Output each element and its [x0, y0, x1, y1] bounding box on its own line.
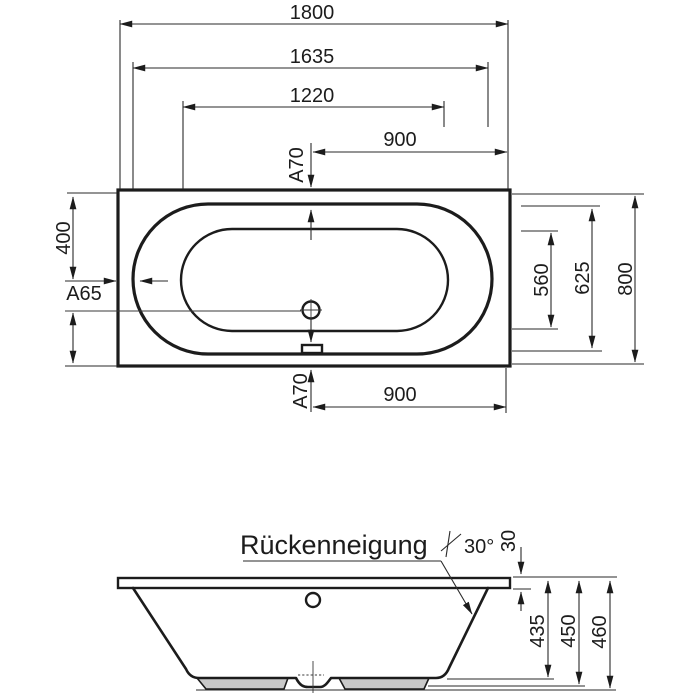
dim-overall-width: 800	[512, 193, 644, 365]
dim-overall-length-label: 1800	[290, 2, 335, 24]
tub-rim-bar	[116, 576, 512, 590]
dim-rim-length-label: 1635	[290, 46, 335, 68]
side-view: Rückenneigung 30° 30 435 450	[116, 530, 617, 693]
overflow-label: A65	[66, 283, 102, 305]
back-slope-callout: Rückenneigung 30°	[240, 530, 494, 615]
dim-overflow: A65	[65, 277, 168, 305]
dim-drain-distance-bottom: 900 A70	[290, 319, 507, 413]
dim-basin-length-label: 1220	[290, 85, 335, 107]
dim-basin-width: 560	[512, 230, 558, 330]
dim-drain-distance-top-label: 900	[383, 129, 416, 151]
drain-label-bottom: A70	[290, 373, 312, 409]
overflow-hole	[304, 591, 322, 609]
dim-half-width-label: 400	[53, 221, 75, 254]
top-view: 1800 1635 1220 900 A70	[53, 2, 644, 413]
back-slope-leader	[440, 560, 473, 615]
dim-overall-height: 460	[589, 580, 614, 689]
back-slope-label: Rückenneigung	[240, 530, 428, 560]
foot-pad-right	[338, 677, 430, 690]
dim-rim-edge-height: 30	[498, 530, 617, 611]
dim-rim-length: 1635	[132, 46, 489, 189]
dim-inner-depth: 435	[447, 580, 554, 680]
tub-basin-oval	[179, 227, 450, 333]
dim-shell-height-label: 450	[558, 614, 580, 647]
tub-side-profile	[131, 586, 490, 689]
dim-basin-length: 1220	[182, 85, 445, 189]
tub-outer-edge	[116, 188, 512, 368]
foot-pad-left	[196, 677, 289, 690]
dim-drain-distance-top: 900 A70	[286, 129, 508, 240]
dim-rim-width-label: 625	[572, 261, 594, 294]
dim-overall-width-label: 800	[615, 262, 637, 295]
overflow-symbol	[300, 343, 324, 355]
dim-inner-depth-label: 435	[527, 614, 549, 647]
dim-left-lower	[65, 312, 117, 367]
dim-rim-width: 625	[512, 205, 602, 352]
slope-symbol-stroke	[440, 533, 462, 552]
dim-half-width: 400	[53, 192, 117, 280]
dim-overall-length: 1800	[119, 2, 509, 189]
dim-drain-distance-bottom-label: 900	[383, 384, 416, 406]
drain-label-top: A70	[286, 147, 308, 183]
dim-overall-height-label: 460	[589, 615, 611, 648]
dim-basin-width-label: 560	[531, 263, 553, 296]
slope-symbol	[445, 530, 451, 558]
back-slope-angle: 30°	[464, 536, 494, 558]
dim-shell-height: 450	[428, 580, 585, 687]
dim-rim-edge-height-label: 30	[498, 530, 520, 552]
